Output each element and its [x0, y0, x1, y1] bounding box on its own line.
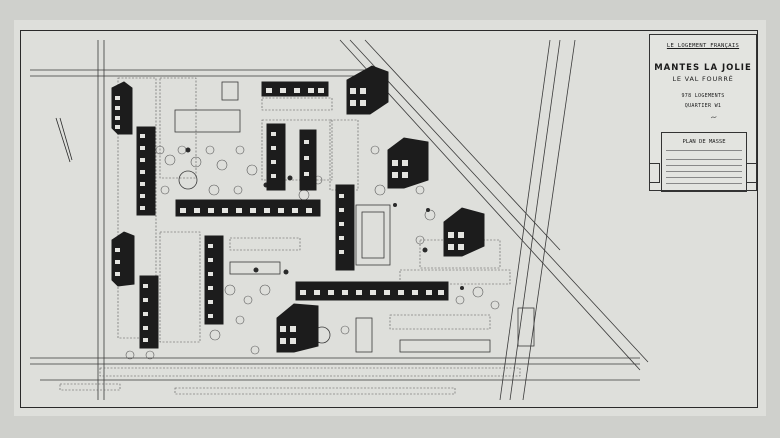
rule-line [666, 159, 742, 160]
architect-signature: ~ [709, 112, 719, 124]
road-grid [30, 39, 649, 401]
open-squares [174, 81, 535, 353]
quarter-label: QUARTIER W1 [684, 103, 722, 109]
rule-line [666, 150, 742, 151]
publisher-label: LE LOGEMENT FRANÇAIS [666, 43, 740, 49]
sheet-title: PLAN DE MASSE [682, 139, 726, 145]
rule-line [666, 183, 742, 184]
sheet-number-box [649, 163, 660, 183]
building-windows [115, 88, 464, 344]
sheet-box: PLAN DE MASSE [661, 132, 747, 192]
district-title: LE VAL FOURRÉ [672, 75, 734, 83]
tree-dots [185, 147, 464, 290]
drawing-border [20, 30, 758, 408]
rule-line [666, 165, 742, 166]
north-arrow [55, 117, 73, 163]
project-title: MANTES LA JOLIE [654, 63, 752, 73]
rule-line [666, 171, 742, 172]
rule-line [666, 177, 742, 178]
parking-rows [59, 77, 521, 395]
scale-box [746, 163, 757, 183]
housing-count: 978 LOGEMENTS [681, 93, 725, 99]
title-block: LE LOGEMENT FRANÇAIS MANTES LA JOLIE LE … [649, 34, 757, 192]
